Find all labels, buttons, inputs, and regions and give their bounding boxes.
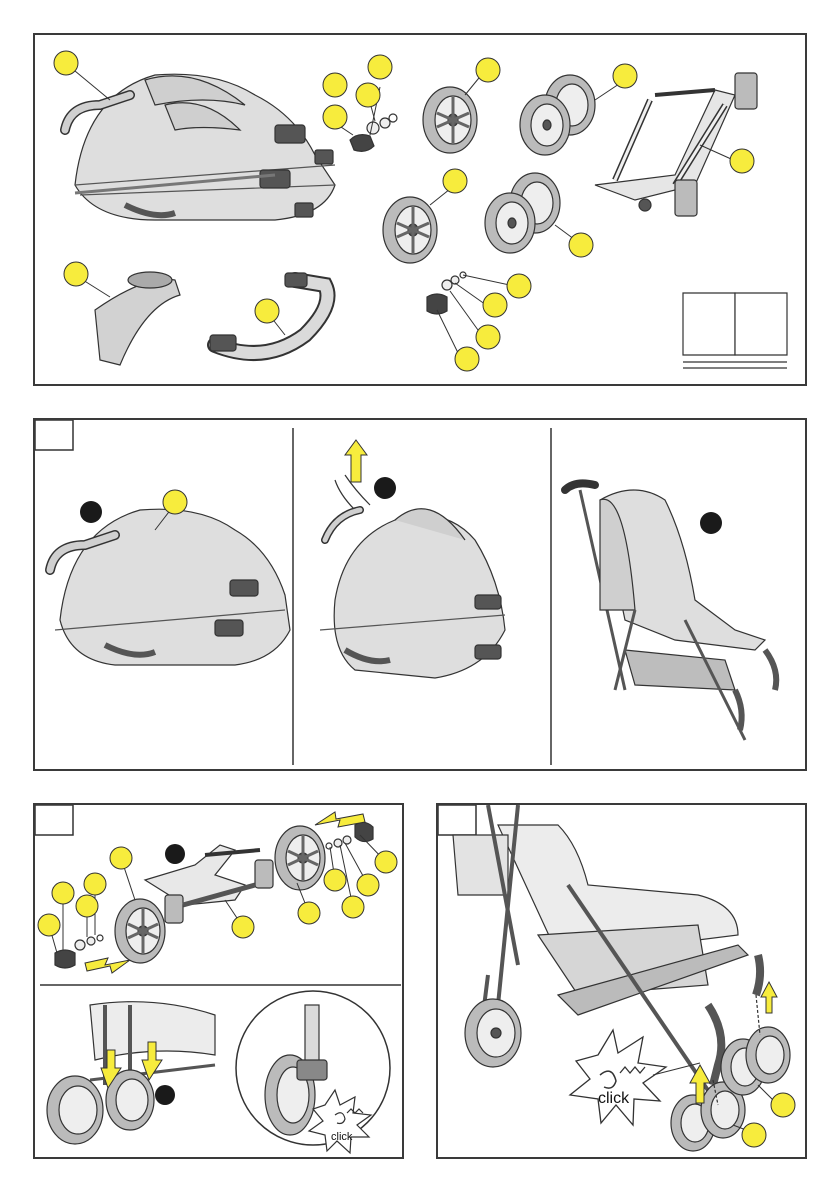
front-wheels-panel: click [436, 803, 807, 1159]
open-book-icon [683, 293, 787, 368]
step-marker-dot [700, 512, 722, 534]
step-number-box [438, 805, 476, 835]
right-fastener-set [326, 822, 373, 849]
folded-stroller-frame-1 [50, 509, 290, 665]
child-tray-drawing [95, 272, 180, 365]
front-double-wheel-bottom-drawing [485, 173, 560, 253]
step-number-box [35, 805, 73, 835]
front-double-wheel-top-drawing [520, 75, 595, 155]
step-number-box [35, 420, 73, 450]
front-swivel-wheel-right [721, 1027, 790, 1095]
part-callout [163, 490, 187, 514]
unfolding-stroller-frame-2 [320, 475, 505, 678]
click-label-small: click [331, 1131, 353, 1143]
lift-arrow [345, 440, 367, 482]
contents-illustration [35, 35, 809, 388]
rear-axle-drawing [595, 73, 757, 216]
rear-wheel-top-drawing [423, 87, 477, 153]
wheel-closeup-circle [236, 991, 390, 1145]
unfold-illustration [35, 420, 809, 773]
part-callout [771, 1093, 795, 1117]
rear-frame-closeup [47, 1002, 215, 1144]
click-label-large: click [598, 1090, 630, 1107]
left-rear-wheel [115, 899, 165, 963]
step-marker-dot [155, 1085, 175, 1105]
front-fasteners-drawing [427, 272, 466, 314]
rear-wheel-bottom-drawing [383, 197, 437, 263]
contents-panel [33, 33, 807, 386]
unfold-panel [33, 418, 807, 771]
rear-wheels-panel: click [33, 803, 404, 1159]
step-marker-dot [165, 844, 185, 864]
right-rear-wheel [275, 826, 325, 890]
rear-wheels-illustration: click [35, 805, 406, 1161]
part-callout [742, 1123, 766, 1147]
front-wheels-illustration: click [438, 805, 809, 1161]
rear-wheel-front-view [465, 999, 521, 1067]
rear-axle-with-wheels [145, 845, 273, 923]
step-marker-dot [80, 501, 102, 523]
open-stroller-frame-3 [565, 483, 776, 740]
step-marker-dot [374, 477, 396, 499]
